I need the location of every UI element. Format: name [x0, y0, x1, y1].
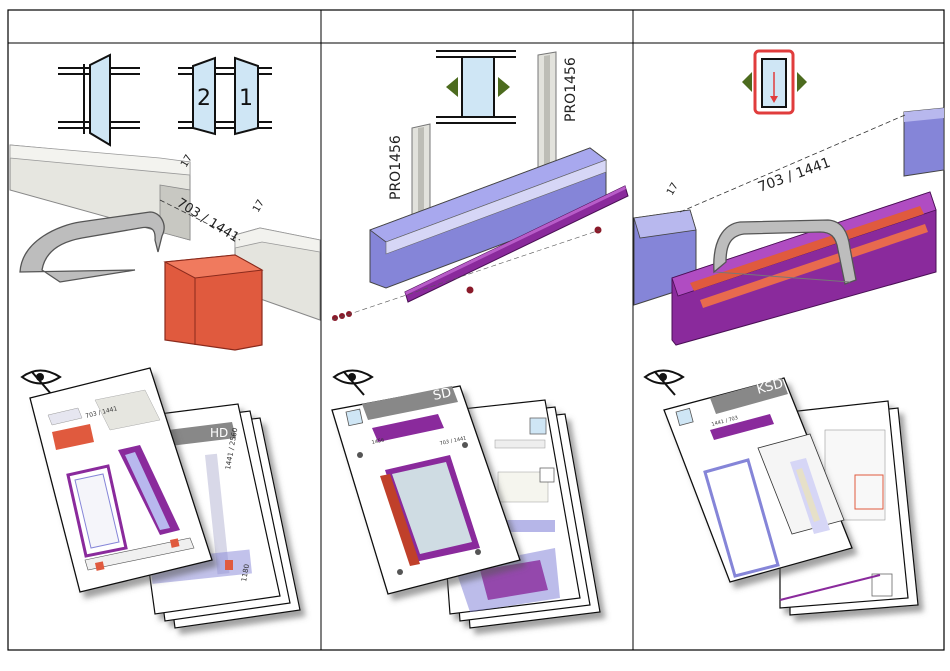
dimension-label-ksd: 703 / 1441	[756, 155, 833, 196]
single-door-icon	[58, 55, 140, 145]
arrow-left-icon	[446, 77, 458, 97]
leaf-label-1: 1	[239, 86, 253, 111]
arrow-right-icon	[797, 72, 807, 92]
sliding-door-icon-highlighted	[742, 51, 807, 113]
gap-label-right: 17	[251, 198, 267, 215]
blue-profile-right	[904, 108, 944, 176]
gap-label-ksd: 17	[665, 181, 681, 198]
column-sd: PRO1456 PRO1456	[332, 51, 628, 628]
red-threshold	[165, 255, 262, 350]
eye-icon	[334, 371, 372, 396]
leaf-label-2: 2	[197, 86, 211, 111]
manual-pages-stack-sd: SD 1456 703 / 1441	[332, 385, 600, 628]
double-door-icon: 2 1	[178, 58, 272, 134]
purple-sill	[672, 192, 936, 345]
eye-icon	[645, 371, 683, 396]
profile-label-left: PRO1456	[388, 135, 404, 200]
sliding-door-icon	[436, 51, 516, 123]
column-ksd: 703 / 1441 17 KSD 1441 / 703	[634, 51, 944, 615]
arrow-right-icon	[498, 77, 510, 97]
handle-shape	[20, 212, 164, 282]
profile-label-right: PRO1456	[563, 57, 579, 122]
arrow-left-icon	[742, 72, 752, 92]
manual-pages-stack-ksd: KSD 1441 / 703	[664, 376, 918, 615]
manual-badge-hd: HD	[210, 426, 228, 440]
column-hd: 2 1 703 / 1441 17 17	[10, 55, 320, 628]
manual-pages-stack-hd: HD 1441 / 2560 1180 703 / 1441	[30, 368, 300, 628]
